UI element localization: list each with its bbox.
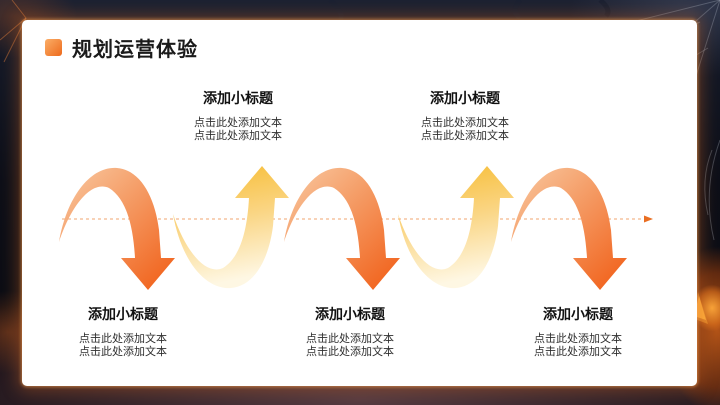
timeline-dashed-line xyxy=(62,215,653,223)
slide-header: 规划运营体验 xyxy=(45,33,198,62)
text-group-top-1[interactable]: 添加小标题 点击此处添加文本 点击此处添加文本 xyxy=(128,88,348,143)
wave-arrow-up-icon xyxy=(173,166,289,289)
wave-arrow-up-icon xyxy=(398,166,514,289)
text-group-bottom-1[interactable]: 添加小标题 点击此处添加文本 点击此处添加文本 xyxy=(13,304,233,359)
subtitle[interactable]: 添加小标题 xyxy=(543,306,613,322)
body-text-line[interactable]: 点击此处添加文本 xyxy=(79,333,167,345)
body-text-line[interactable]: 点击此处添加文本 xyxy=(79,346,167,358)
body-text-line[interactable]: 点击此处添加文本 xyxy=(194,130,282,142)
subtitle[interactable]: 添加小标题 xyxy=(88,306,158,322)
wave-diagram xyxy=(59,166,653,290)
branch-silhouette-icon xyxy=(328,0,611,22)
body-text-line[interactable]: 点击此处添加文本 xyxy=(534,346,622,358)
body-text-line[interactable]: 点击此处添加文本 xyxy=(421,117,509,129)
body-text-line[interactable]: 点击此处添加文本 xyxy=(306,333,394,345)
subtitle[interactable]: 添加小标题 xyxy=(203,90,273,106)
body-text-line[interactable]: 点击此处添加文本 xyxy=(306,346,394,358)
subtitle[interactable]: 添加小标题 xyxy=(315,306,385,322)
content-panel: 规划运营体验 xyxy=(22,20,697,386)
text-group-bottom-2[interactable]: 添加小标题 点击此处添加文本 点击此处添加文本 xyxy=(240,304,460,359)
timeline-arrowhead-icon xyxy=(644,215,653,223)
body-text-line[interactable]: 点击此处添加文本 xyxy=(534,333,622,345)
body-text-line[interactable]: 点击此处添加文本 xyxy=(194,117,282,129)
wave-arrow-down-icon xyxy=(284,167,400,290)
subtitle[interactable]: 添加小标题 xyxy=(430,90,500,106)
text-group-bottom-3[interactable]: 添加小标题 点击此处添加文本 点击此处添加文本 xyxy=(468,304,688,359)
wave-arrow-down-icon xyxy=(59,167,175,290)
body-text-line[interactable]: 点击此处添加文本 xyxy=(421,130,509,142)
wave-arrow-down-icon xyxy=(511,167,627,290)
title-bullet-icon xyxy=(45,39,62,56)
page-title[interactable]: 规划运营体验 xyxy=(72,39,198,61)
text-group-top-2[interactable]: 添加小标题 点击此处添加文本 点击此处添加文本 xyxy=(355,88,575,143)
